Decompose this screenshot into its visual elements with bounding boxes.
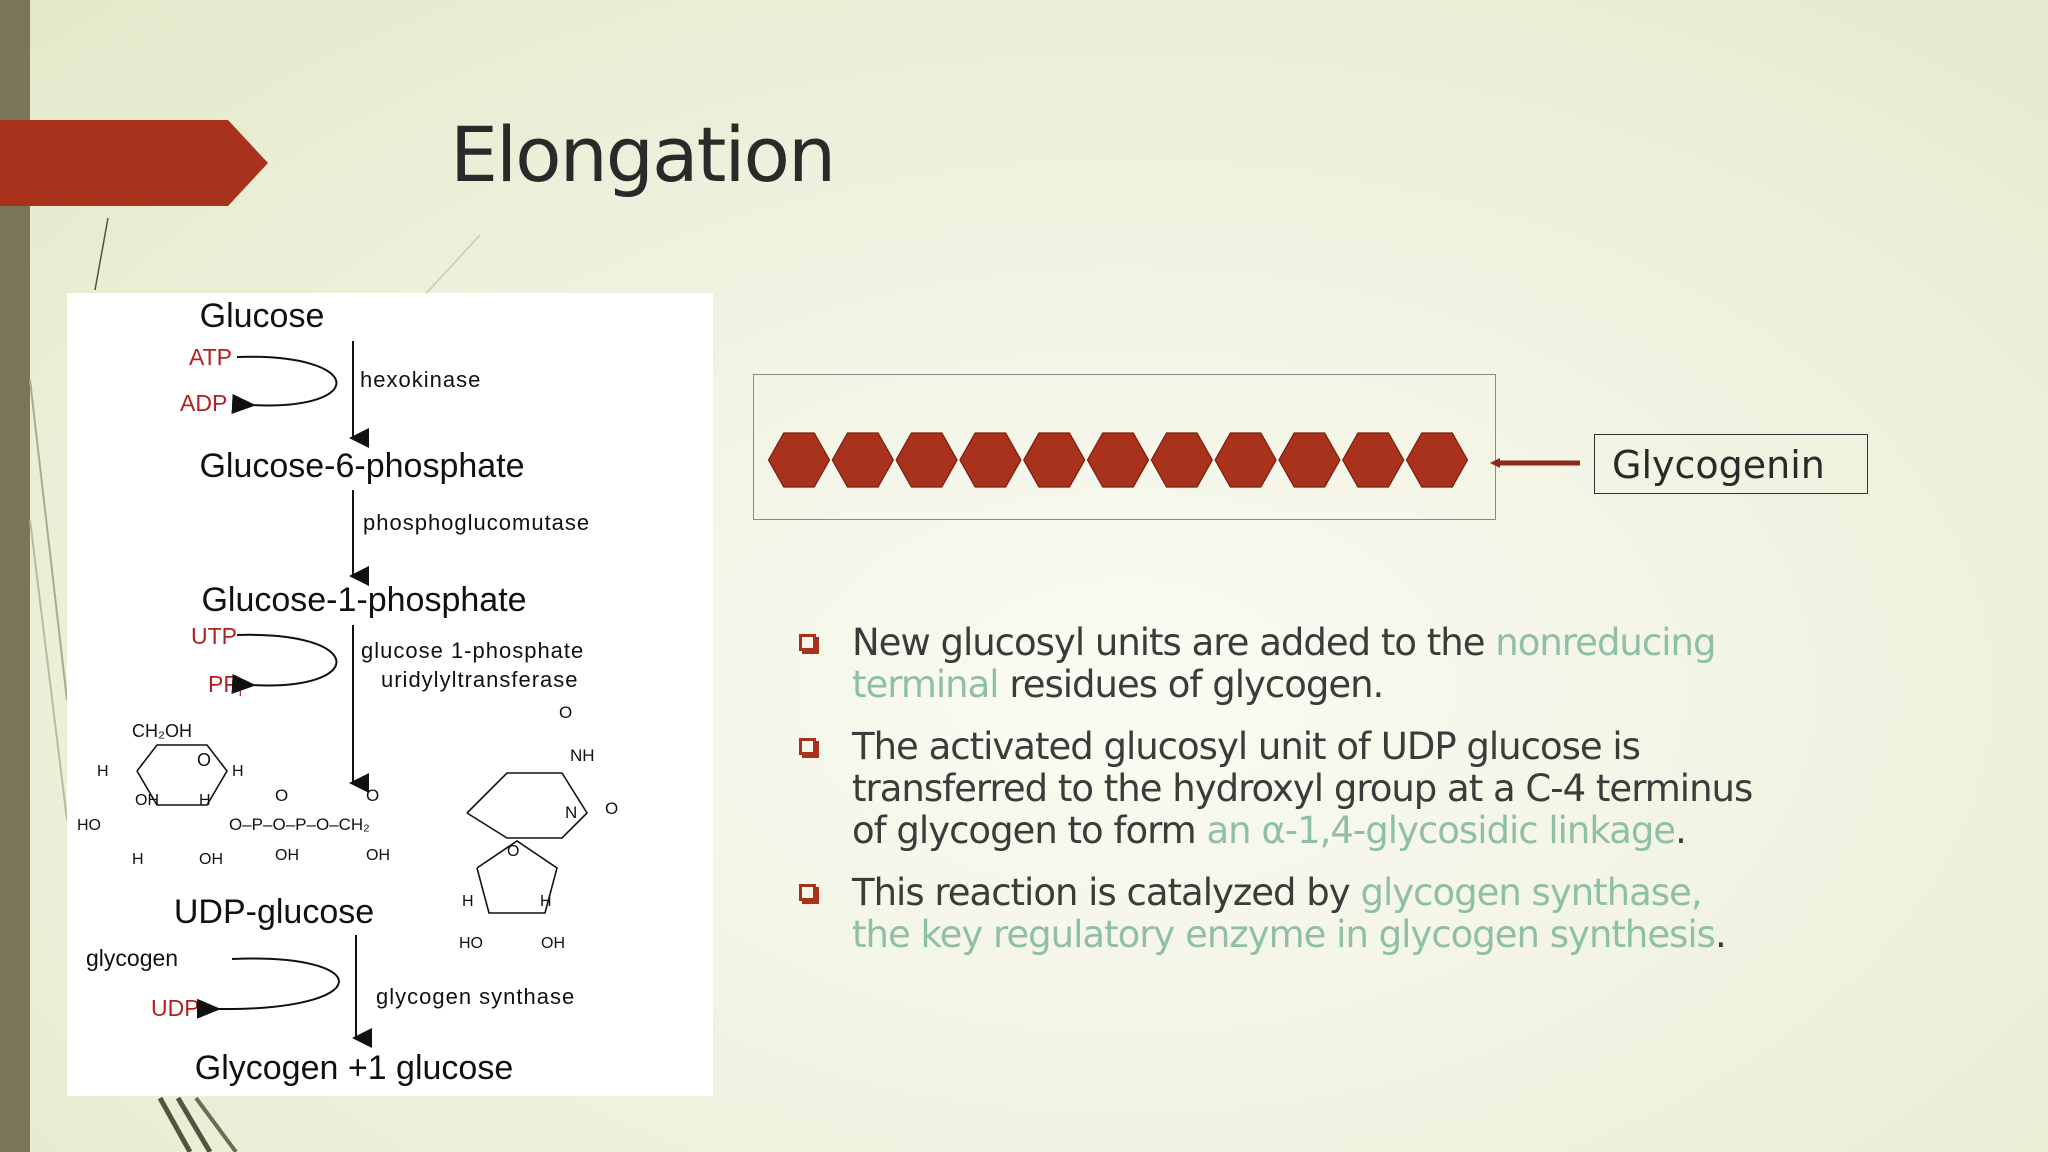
svg-text:O: O bbox=[559, 703, 572, 722]
svg-text:HO: HO bbox=[77, 817, 101, 834]
bullet-item: The activated glucosyl unit of UDP gluco… bbox=[795, 726, 1755, 852]
bullet-highlight: glycogen synthase, the key regulatory en… bbox=[852, 871, 1716, 956]
svg-text:CH₂OH: CH₂OH bbox=[132, 721, 192, 741]
svg-text:O: O bbox=[605, 799, 618, 818]
svg-text:H: H bbox=[540, 893, 552, 910]
square-bullet-icon bbox=[799, 634, 819, 654]
bullet-item: New glucosyl units are added to the nonr… bbox=[795, 622, 1755, 706]
svg-text:O: O bbox=[197, 750, 211, 770]
cofactor-adp: ADP bbox=[180, 390, 227, 416]
glucose-unit-hexagon bbox=[1405, 432, 1469, 488]
square-bullet-icon bbox=[799, 884, 819, 904]
bullet-item: This reaction is catalyzed by glycogen s… bbox=[795, 872, 1755, 956]
glucose-unit-hexagon bbox=[959, 432, 1022, 488]
slide-title: Elongation bbox=[450, 110, 836, 199]
bullet-text: New glucosyl units are added to the bbox=[852, 621, 1496, 664]
step-udp-glucose: UDP-glucose bbox=[174, 893, 374, 931]
cofactor-utp: UTP bbox=[191, 623, 237, 649]
enzyme-hexokinase: hexokinase bbox=[360, 367, 481, 392]
svg-text:H: H bbox=[199, 792, 211, 809]
svg-text:O: O bbox=[275, 786, 288, 805]
bullet-text: residues of glycogen. bbox=[998, 663, 1384, 706]
glucose-unit-hexagon bbox=[831, 432, 894, 488]
step-glycogen-plus-glucose: Glycogen +1 glucose bbox=[195, 1049, 513, 1087]
svg-text:HO: HO bbox=[459, 935, 483, 952]
svg-text:NH: NH bbox=[570, 746, 595, 765]
bullet-highlight: an α-1,4-glycosidic linkage bbox=[1206, 809, 1676, 852]
cofactor-atp: ATP bbox=[189, 344, 232, 370]
glucose-unit-hexagon bbox=[1342, 432, 1405, 488]
svg-text:H: H bbox=[232, 763, 244, 780]
cofactor-ppi-subscript: i bbox=[239, 683, 242, 699]
bullet-list: New glucosyl units are added to the nonr… bbox=[795, 622, 1755, 976]
glycogenin-label: Glycogenin bbox=[1612, 443, 1825, 487]
glycogen-chain-box bbox=[753, 374, 1496, 520]
svg-text:OH: OH bbox=[366, 847, 390, 864]
svg-text:O: O bbox=[366, 786, 379, 805]
glycogenin-pointer-arrow bbox=[1490, 458, 1580, 468]
svg-text:OH: OH bbox=[541, 935, 565, 952]
svg-text:OH: OH bbox=[275, 847, 299, 864]
step-glucose-1-phosphate: Glucose-1-phosphate bbox=[201, 581, 526, 619]
glucose-unit-hexagon bbox=[1150, 432, 1213, 488]
step-glucose-6-phosphate: Glucose-6-phosphate bbox=[199, 447, 524, 485]
glucose-unit-hexagon bbox=[1278, 432, 1341, 488]
bullet-text: . bbox=[1714, 913, 1727, 956]
bullet-text: This reaction is catalyzed by bbox=[852, 871, 1361, 914]
enzyme-phosphoglucomutase: phosphoglucomutase bbox=[363, 510, 590, 535]
enzyme-glucose-1-phosphate: glucose 1-phosphate bbox=[361, 638, 584, 663]
svg-text:PPi: PPi bbox=[208, 671, 242, 699]
glucose-unit-hexagon bbox=[1214, 432, 1277, 488]
enzyme-uridylyltransferase: uridylyltransferase bbox=[381, 667, 579, 692]
glycogen-chain-diagram bbox=[767, 432, 1469, 488]
cofactor-ppi: PP bbox=[208, 671, 239, 697]
cofactor-udp: UDP bbox=[151, 995, 200, 1021]
bullet-text: . bbox=[1675, 809, 1687, 852]
udp-glucose-structure: CH₂OH O H H OH H HO H OH O–P–O–P–O–CH₂ O… bbox=[77, 703, 618, 952]
svg-text:OH: OH bbox=[135, 792, 159, 809]
svg-text:O–P–O–P–O–CH₂: O–P–O–P–O–CH₂ bbox=[229, 815, 370, 834]
svg-text:H: H bbox=[132, 851, 144, 868]
glucose-unit-hexagon bbox=[895, 432, 958, 488]
svg-text:H: H bbox=[97, 763, 109, 780]
step-glucose: Glucose bbox=[200, 297, 325, 335]
glycogenin-label-box: Glycogenin bbox=[1594, 434, 1868, 494]
svg-text:OH: OH bbox=[199, 851, 223, 868]
svg-text:O: O bbox=[507, 843, 519, 860]
title-arrow-shape bbox=[0, 120, 268, 206]
bullet-highlight: nonreducing terminal bbox=[852, 621, 1716, 706]
glucose-unit-hexagon bbox=[1023, 432, 1086, 488]
glucose-unit-hexagon bbox=[767, 432, 831, 488]
glucose-unit-hexagon bbox=[1086, 432, 1150, 488]
square-bullet-icon bbox=[799, 738, 819, 758]
glycogen-synthesis-pathway-figure: Glucose ATP ADP hexokinase Glucose-6-pho… bbox=[67, 293, 713, 1096]
bullet-text: The activated glucosyl unit of UDP gluco… bbox=[852, 725, 1753, 852]
svg-text:N: N bbox=[565, 803, 577, 822]
svg-text:H: H bbox=[462, 893, 474, 910]
cofactor-glycogen: glycogen bbox=[86, 945, 178, 971]
enzyme-glycogen-synthase: glycogen synthase bbox=[376, 984, 575, 1009]
